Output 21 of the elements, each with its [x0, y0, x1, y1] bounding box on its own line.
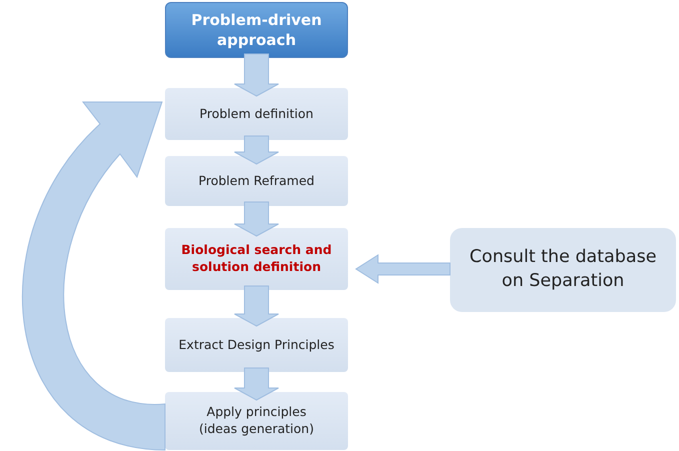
process-box [165, 88, 348, 140]
process-box [165, 318, 348, 372]
block-arrow [234, 202, 279, 237]
process-box [165, 228, 348, 290]
block-arrow [22, 102, 166, 450]
block-arrow [355, 254, 450, 284]
block-arrow [234, 286, 279, 327]
box-label: Consult the database on Separation [468, 246, 658, 293]
box-label: Problem Reframed [198, 172, 314, 190]
process-box [450, 228, 676, 312]
block-arrow [234, 136, 279, 165]
block-arrow [234, 368, 279, 401]
box-label: Problem-driven approach [190, 10, 323, 50]
process-box [165, 156, 348, 206]
box-label: Problem definition [200, 106, 314, 122]
box-label: Apply principles (ideas generation) [198, 404, 315, 438]
box-label: Extract Design Principles [178, 336, 334, 354]
process-box [165, 392, 348, 450]
box-label: Biological search and solution definition [180, 242, 333, 276]
title-box [165, 2, 348, 58]
block-arrow [234, 54, 279, 97]
